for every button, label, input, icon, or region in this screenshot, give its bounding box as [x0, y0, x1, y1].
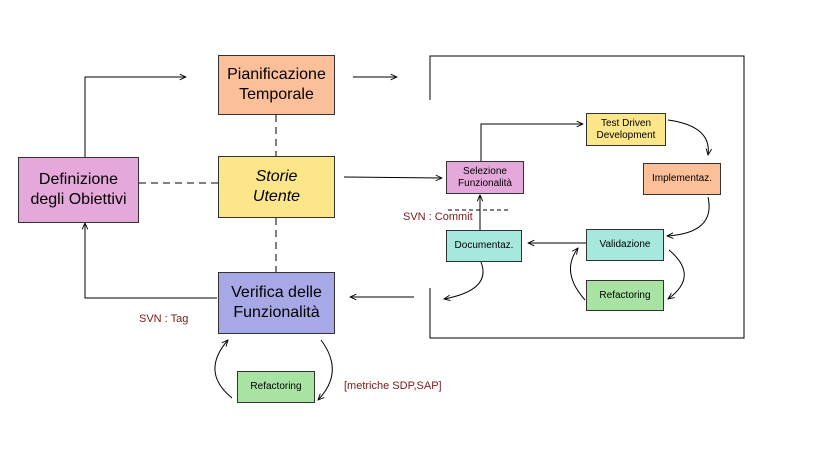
arrow-refactoring-to-validazione [570, 248, 586, 301]
arrow-verifica-to-definizione [85, 223, 217, 299]
node-validazione: Validazione [586, 229, 664, 261]
arrow-definizione-to-pianificazione [84, 77, 186, 157]
node-test-driven-development: Test Driven Development [586, 113, 666, 146]
node-pianificazione-temporale: Pianificazione Temporale [218, 55, 335, 115]
iteration-frame [429, 55, 745, 339]
note-svn-tag: SVN : Tag [139, 313, 189, 325]
node-storie-utente: Storie Utente [218, 156, 335, 218]
arrow-documentaz-to-verifica [444, 261, 484, 299]
node-selezione-funzionalita: Selezione Funzionalità [446, 161, 524, 194]
note-svn-commit: SVN : Commit [403, 211, 473, 223]
arrow-validazione-to-refactoring [668, 249, 685, 299]
note-metriche: [metriche SDP,SAP] [344, 380, 442, 392]
node-verifica-funzionalita: Verifica delle Funzionalità [218, 272, 335, 334]
node-documentaz: Documentaz. [446, 230, 522, 262]
node-implementaz: Implementaz. [643, 163, 721, 195]
arrow-selezione-to-tdd [480, 124, 583, 161]
arrow-tdd-to-implementaz [667, 119, 708, 155]
node-definizione-obiettivi: Definizione degli Obiettivi [18, 157, 139, 223]
arrow-storie-to-selezione [343, 177, 442, 178]
arrow-refactoring-to-verifica [214, 340, 233, 399]
arrow-implementaz-to-validazione [667, 196, 710, 236]
arrow-verifica-to-refactoring [318, 339, 333, 400]
node-refactoring-outer: Refactoring [237, 371, 315, 403]
node-refactoring-inner: Refactoring [586, 280, 664, 311]
